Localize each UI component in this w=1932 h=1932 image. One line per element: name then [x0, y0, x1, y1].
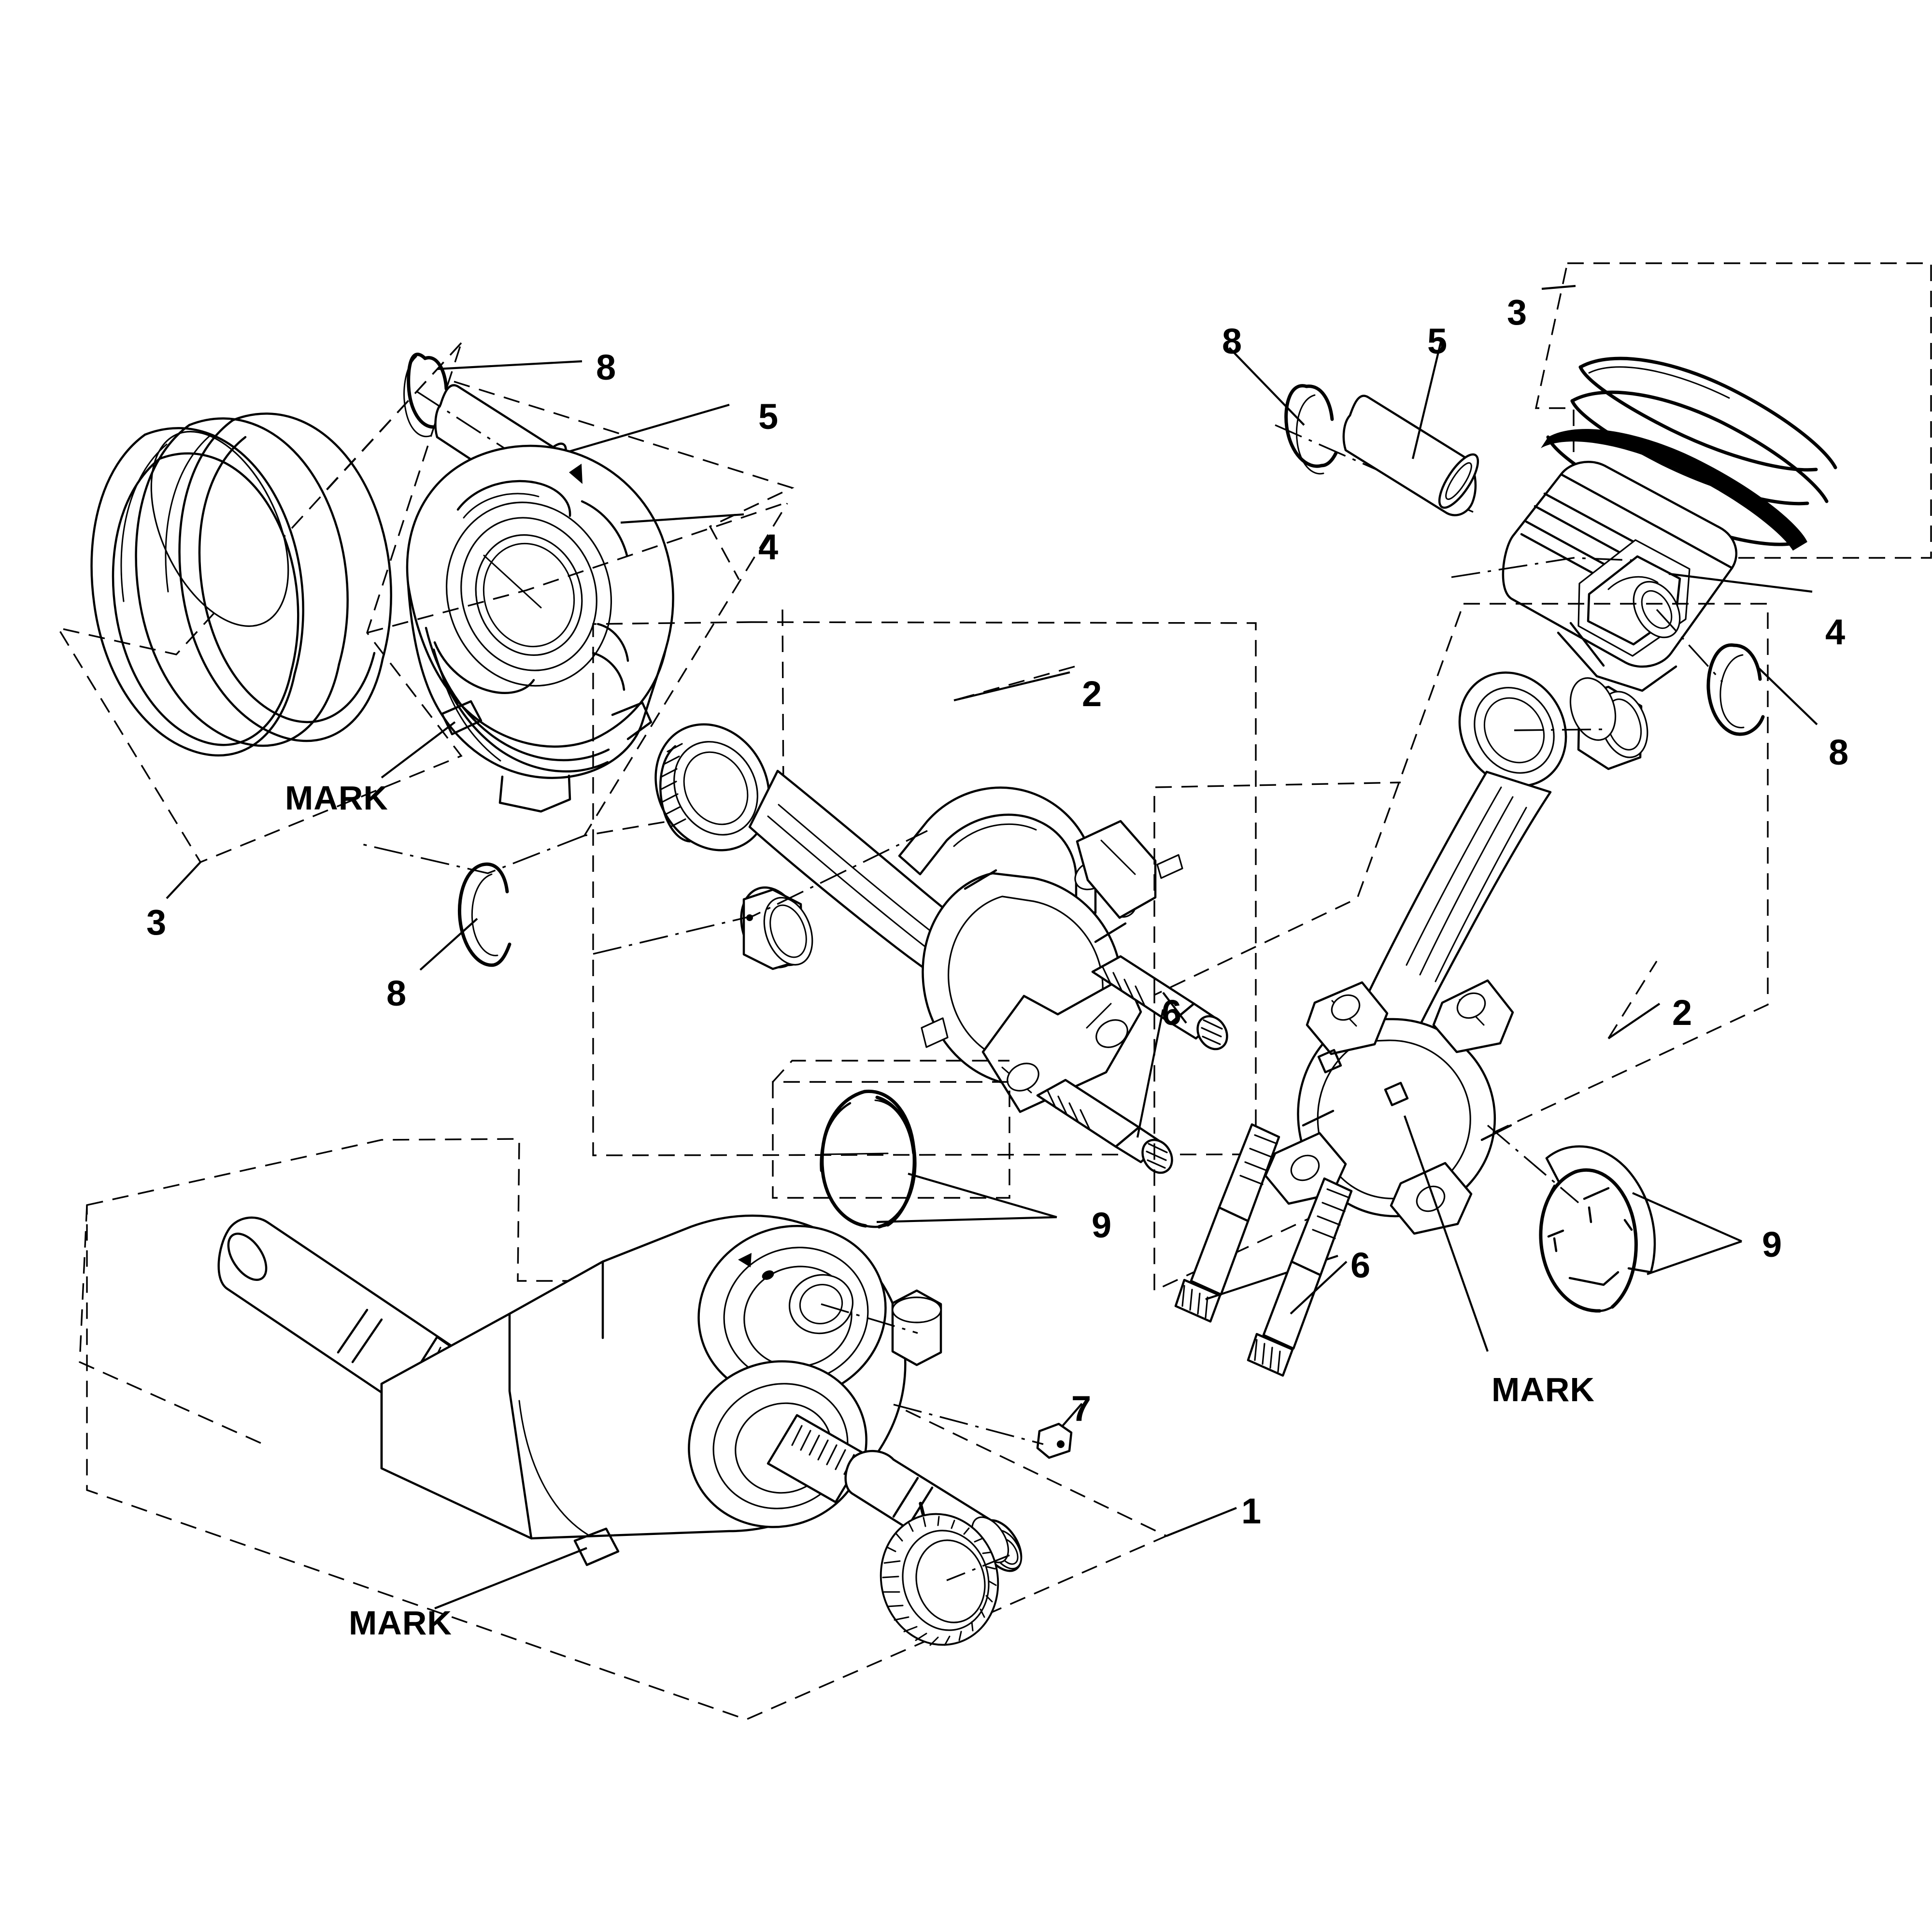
crankpin-plug — [821, 1289, 942, 1366]
conrod-bolt-left-2 — [1036, 1009, 1173, 1174]
conrod-bolt-right-2 — [1247, 1177, 1353, 1377]
callout-4-piston-left: 4 — [758, 527, 779, 567]
timing-gear — [880, 1502, 1010, 1646]
callout-8-piston-pin-circlip-right: 8 — [1222, 321, 1242, 361]
callout-5-piston-pin-left: 5 — [758, 397, 779, 437]
callout-2-connecting-rod-right: 2 — [1672, 993, 1692, 1033]
callout-3-piston-ring-set-left: 3 — [146, 902, 167, 942]
conrod-bearing-left-group — [772, 1060, 1057, 1229]
connecting-rod-left-group — [592, 621, 1257, 1174]
callout-9-conrod-bearing-right: 9 — [1762, 1224, 1782, 1264]
callout-1-crankshaft: 1 — [1241, 1491, 1262, 1531]
conrod-bolt-left-1 — [1091, 955, 1228, 1051]
conrod-bolt-right-1 — [1174, 1123, 1338, 1323]
callout-2-connecting-rod-left: 2 — [1082, 674, 1102, 714]
piston-pin-circlip-left-lower-group — [362, 835, 585, 971]
callout-mark-piston-left: MARK — [285, 779, 388, 817]
connecting-rod-right-group — [1153, 603, 1769, 1377]
callout-9-conrod-bearing-left: 9 — [1092, 1205, 1112, 1245]
crankshaft-group — [79, 1138, 1237, 1720]
callout-4-piston-right: 4 — [1825, 612, 1846, 652]
callout-8-piston-pin-circlip-left-lower: 8 — [386, 973, 407, 1013]
callout-3-piston-ring-set-right: 3 — [1507, 292, 1527, 332]
callout-8-piston-pin-circlip-right-lower: 8 — [1829, 732, 1849, 772]
callout-7-woodruff-key: 7 — [1071, 1389, 1092, 1429]
callout-mark-conrod-right: MARK — [1492, 1371, 1595, 1408]
conrod-bushing-left — [593, 830, 928, 970]
callout-6-conrod-bolt-left: 6 — [1162, 993, 1182, 1033]
piston-ring-set-left-group — [56, 342, 463, 899]
callout-8-piston-pin-circlip-left: 8 — [596, 347, 616, 387]
piston-pin-right-group — [1342, 338, 1479, 516]
callout-mark-crankshaft: MARK — [349, 1604, 452, 1642]
conrod-bearing-right-group — [1487, 1124, 1742, 1313]
callout-5-piston-pin-right: 5 — [1427, 321, 1448, 361]
piston-right-group — [1451, 461, 1813, 692]
conrod-bushing-right — [1514, 677, 1648, 770]
callout-6-conrod-bolt-right: 6 — [1350, 1245, 1371, 1285]
woodruff-key — [893, 1403, 1083, 1459]
